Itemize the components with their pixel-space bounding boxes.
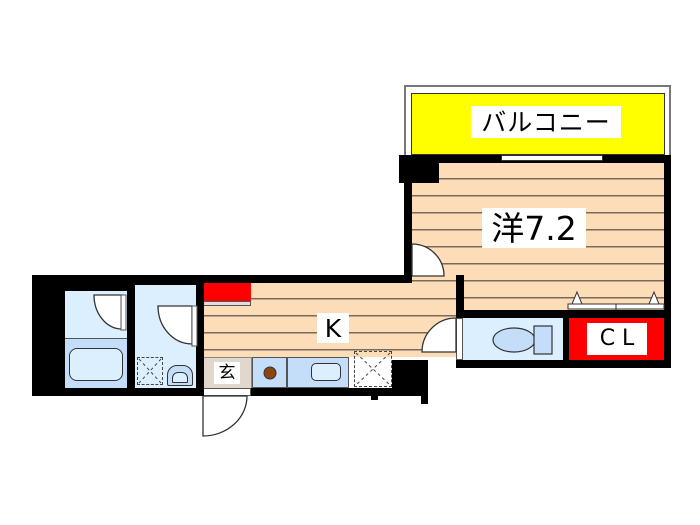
wall	[196, 275, 204, 396]
closet-label: C L	[587, 323, 647, 355]
washer-space-icon	[138, 358, 162, 384]
wall	[127, 285, 135, 396]
closet-hanger-icon	[567, 290, 665, 310]
wall-stub	[371, 392, 378, 400]
wall	[196, 388, 406, 396]
wall	[32, 275, 65, 396]
toilet-door-frame	[456, 318, 463, 360]
toilet-icon	[492, 325, 553, 355]
entrance-door-opening	[203, 388, 251, 396]
door-swing-icon[interactable]	[411, 243, 448, 280]
western-room-label: 洋7.2	[482, 208, 586, 248]
stove-burner-icon	[263, 366, 277, 380]
door-swing-icon[interactable]	[93, 294, 128, 335]
washer-space	[137, 357, 163, 385]
bathtub-icon	[69, 348, 123, 381]
wall-block	[392, 360, 428, 396]
wall	[32, 275, 203, 285]
wall-stub	[421, 392, 428, 404]
wall	[404, 160, 412, 283]
wall	[32, 388, 203, 396]
door-swing-icon[interactable]	[421, 317, 457, 358]
wall	[65, 285, 135, 291]
wall	[196, 275, 412, 283]
wash-basin-inner	[172, 372, 188, 383]
balcony-window[interactable]	[501, 155, 603, 161]
wall	[456, 275, 464, 318]
kitchen-label: K	[317, 313, 349, 343]
sink-icon	[311, 363, 341, 381]
fridge-space	[354, 351, 392, 387]
entrance-door-icon[interactable]	[202, 395, 251, 438]
door-swing-icon[interactable]	[157, 305, 198, 350]
fridge-space-icon	[355, 352, 391, 386]
wall	[563, 310, 569, 368]
storage-shelf	[203, 301, 251, 306]
kitchen-storage[interactable]	[203, 283, 251, 301]
wall	[664, 155, 671, 368]
balcony-label: バルコニー	[471, 106, 621, 138]
entrance-label: 玄	[214, 362, 240, 384]
